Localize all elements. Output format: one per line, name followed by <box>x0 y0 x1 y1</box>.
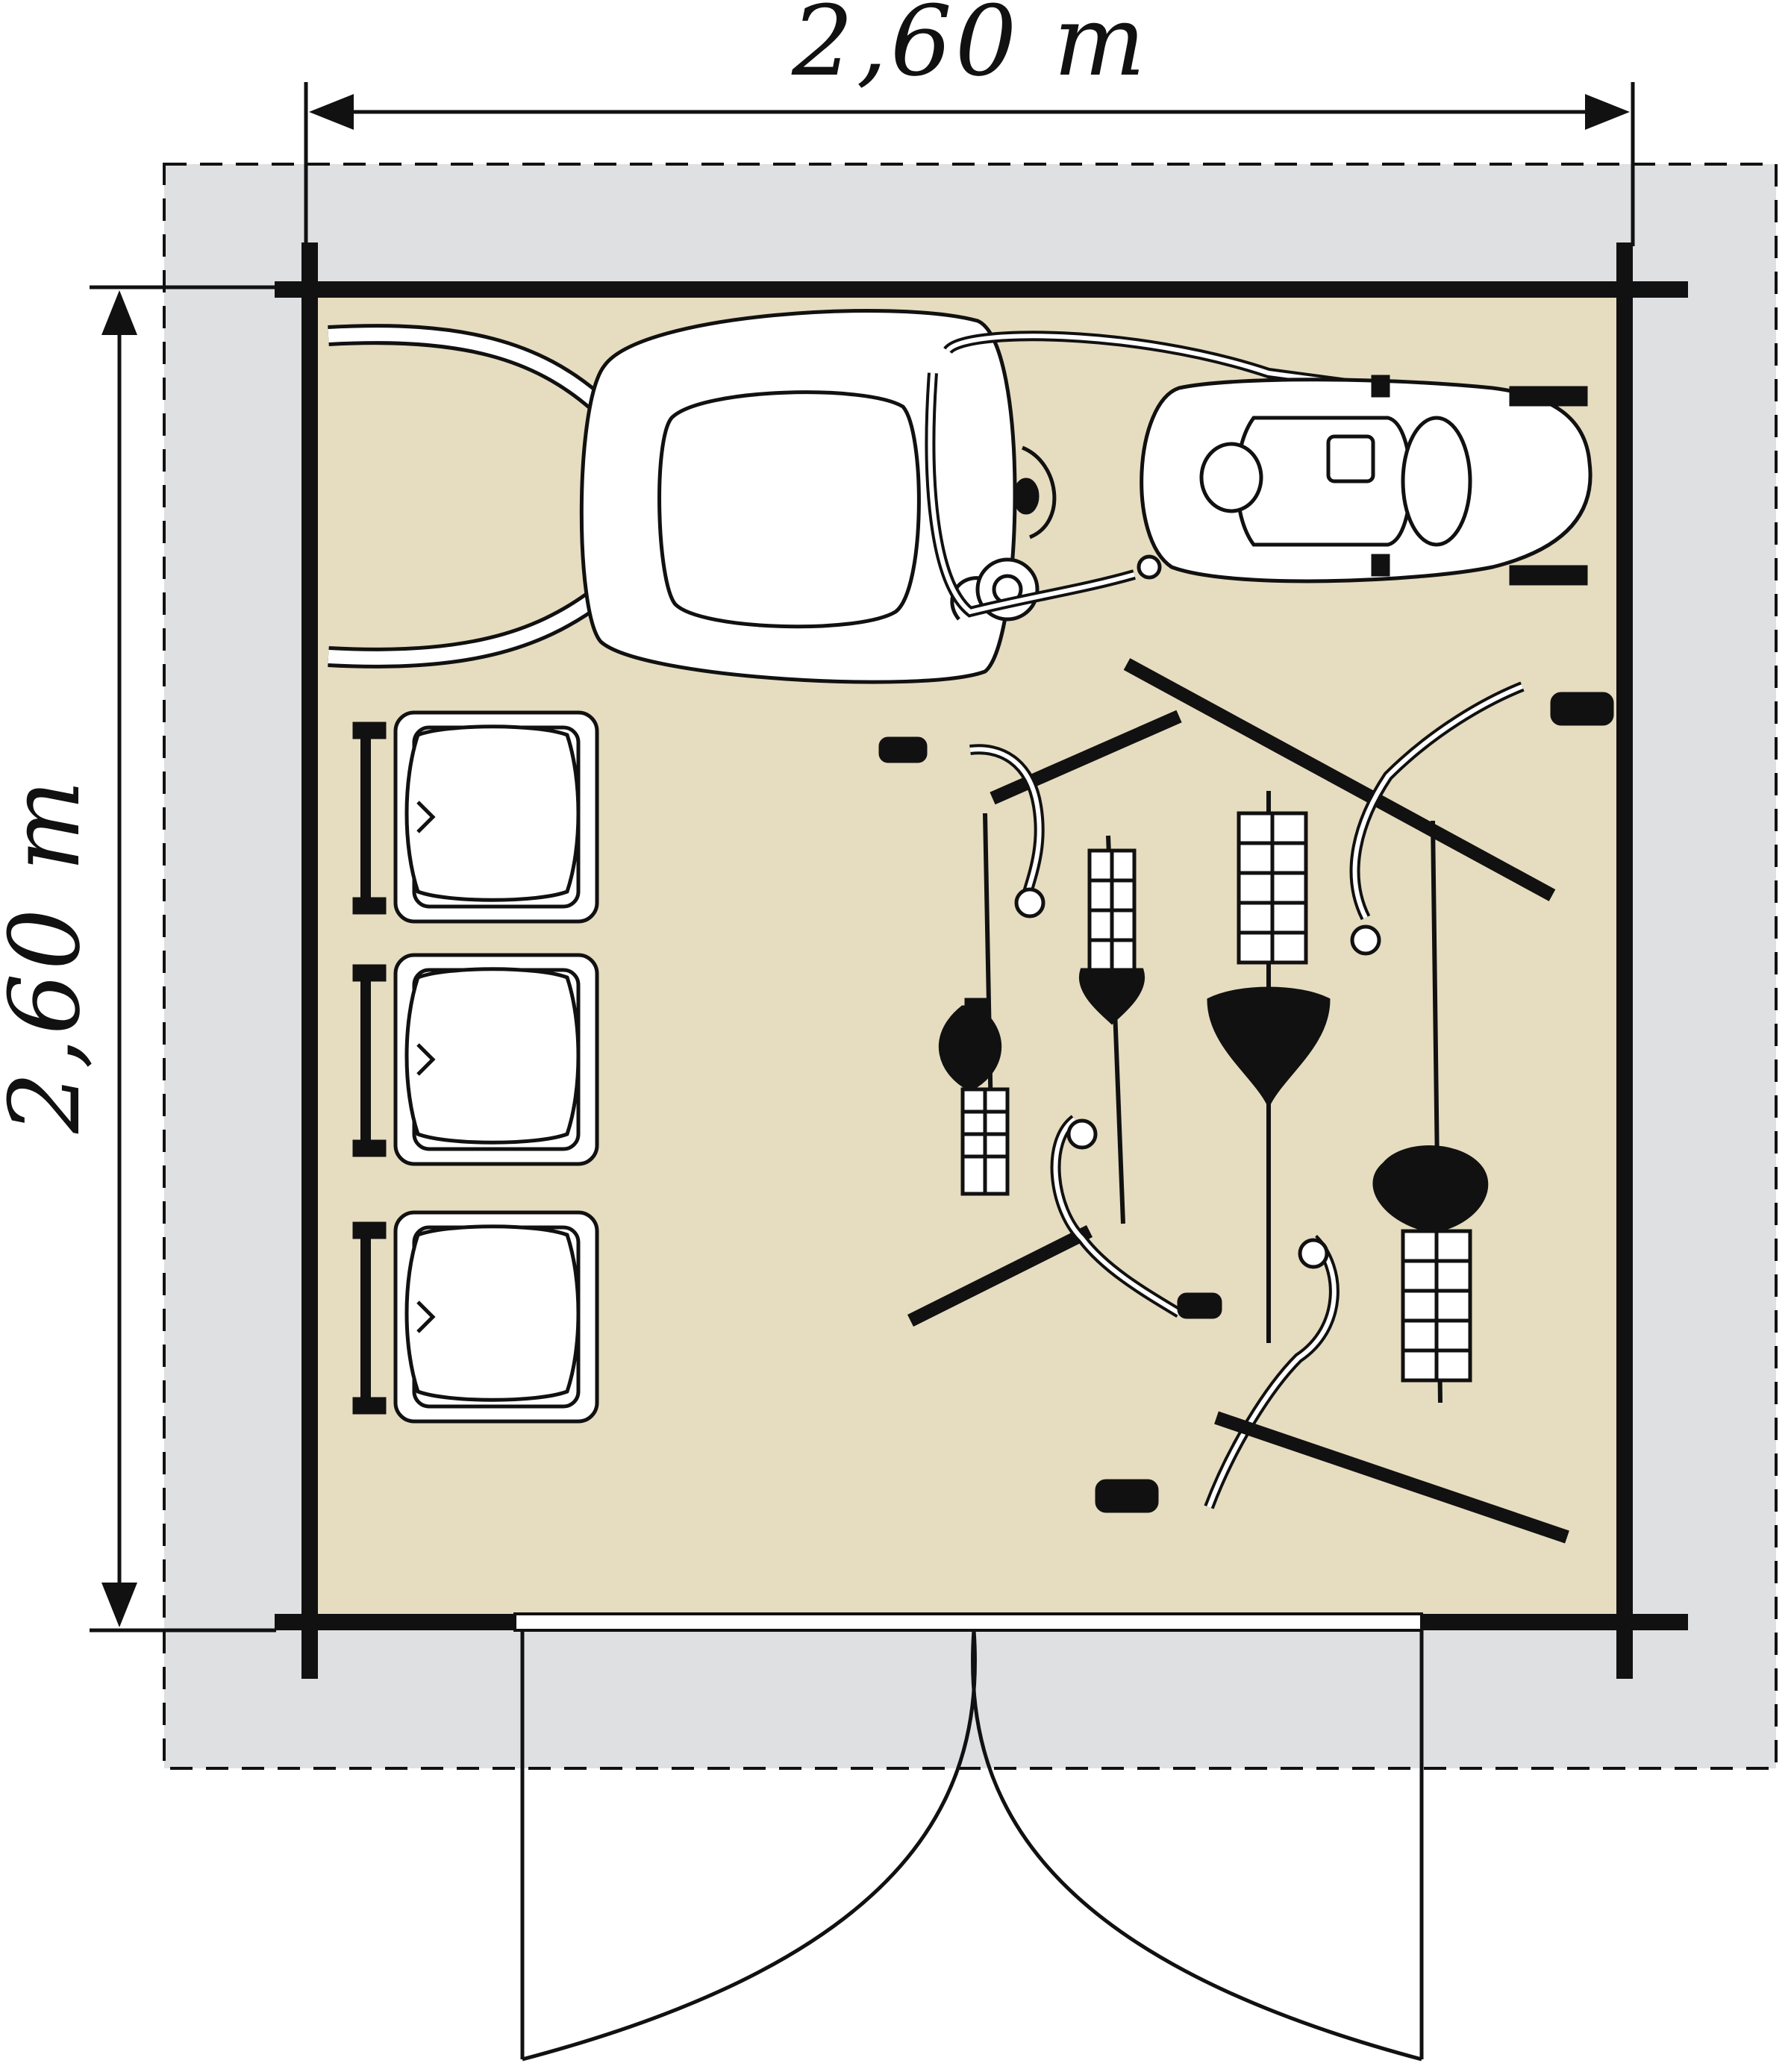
depth-label: 2,60 m <box>0 777 101 1134</box>
bin-icon <box>352 953 599 1166</box>
bicycle-icon <box>1095 658 1556 1513</box>
width-dimension <box>304 82 1635 246</box>
bicycle-icon <box>878 710 1182 1196</box>
bicycle-icon <box>907 835 1222 1327</box>
depth-dimension <box>90 285 276 1633</box>
width-label: 2,60 m <box>791 0 1148 98</box>
shed-walls <box>275 242 1688 1679</box>
lawn-mower-icon <box>925 331 1592 618</box>
bin-icon <box>352 710 599 924</box>
wheelbarrow-icon <box>328 309 1057 684</box>
double-door-icon <box>513 1612 1424 2062</box>
bicycle-icon <box>1214 681 1614 1544</box>
bin-icon <box>352 1210 599 1424</box>
